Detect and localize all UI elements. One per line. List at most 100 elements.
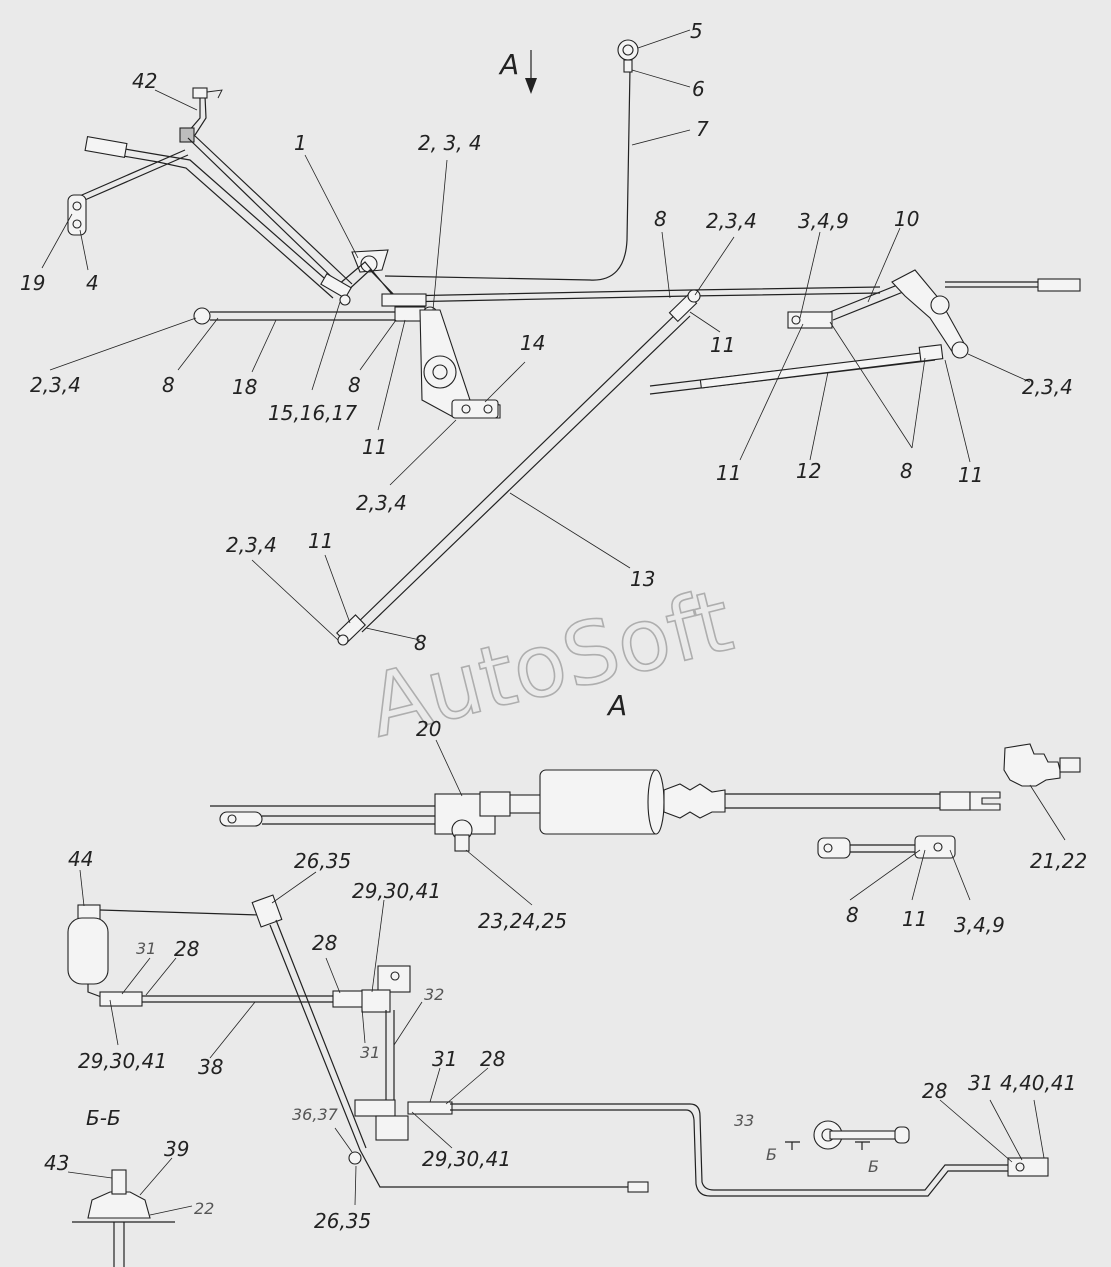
- callout-33: 33: [734, 1111, 754, 1130]
- callout-28-lower: 28: [480, 1047, 505, 1071]
- callout-2-3-4-right: 2,3,4: [1022, 375, 1073, 399]
- callout-20: 20: [416, 717, 441, 741]
- rod-13-lower-pin: [337, 634, 349, 646]
- upper-linkage-group: [67, 39, 1081, 646]
- callout-8-bottom: 8: [414, 631, 427, 655]
- rod-12-clevis: [918, 344, 944, 362]
- rod-33: [450, 1103, 1010, 1197]
- callout-3-4-9-top: 3,4,9: [798, 209, 849, 233]
- section-mark-tip: [894, 1126, 910, 1144]
- bellcrank-lower-pin: [951, 341, 969, 359]
- callout-29-30-41-left: 29,30,41: [78, 1049, 167, 1073]
- pivot-1: [360, 255, 378, 273]
- section-label-right: Б: [868, 1157, 879, 1176]
- lower-clevis-block: [354, 1099, 396, 1117]
- clevis-349-pin: [791, 315, 801, 325]
- small-rod-clevis-pin: [933, 842, 943, 852]
- pivot-arms: [337, 261, 403, 304]
- upper-rod: [399, 286, 881, 303]
- callout-10: 10: [894, 207, 919, 231]
- cylinder-end-cap: [647, 769, 665, 835]
- small-rod-fork-hole: [823, 843, 833, 853]
- view-arrow-head: [525, 78, 537, 94]
- callout-23-24-25: 23,24,25: [478, 909, 567, 933]
- callout-3-4-9-middle: 3,4,9: [954, 913, 1005, 937]
- cable-7: [384, 67, 631, 281]
- sensor-cap: [192, 87, 208, 99]
- rod-38-left-clevis: [99, 991, 143, 1007]
- rod-18: [210, 311, 415, 321]
- section-cut-line-left: [785, 1141, 800, 1150]
- lever-foot-14: [451, 399, 499, 419]
- rod-13: [349, 309, 691, 633]
- callout-2-3-4-bottom: 2,3,4: [226, 533, 277, 557]
- reservoir-body: [67, 917, 109, 985]
- callout-11-center: 11: [362, 435, 387, 459]
- section-cut-line-right: [855, 1141, 870, 1150]
- callout-1: 1: [294, 131, 307, 155]
- upper-clevis: [381, 293, 427, 307]
- rod-33-end-clevis: [1007, 1157, 1049, 1177]
- rod-13-upper-pin: [687, 289, 701, 303]
- callout-21-22: 21,22: [1030, 849, 1087, 873]
- section-shaft: [113, 1222, 125, 1267]
- callout-19: 19: [20, 271, 45, 295]
- pin-15: [339, 294, 351, 306]
- callout-18: 18: [232, 375, 257, 399]
- stop-bracket: [67, 194, 87, 236]
- callout-11-middle: 11: [902, 907, 927, 931]
- cylinder-mount-bolt: [454, 834, 470, 852]
- section-stem-43: [111, 1169, 127, 1195]
- callout-29-30-41-lower: 29,30,41: [422, 1147, 511, 1171]
- callout-8-left: 8: [162, 373, 175, 397]
- cylinder-rod-end: [939, 791, 971, 811]
- rod-end-right: [1037, 278, 1081, 292]
- cylinder-boot: [663, 783, 726, 819]
- sensor-rod: [187, 134, 353, 291]
- cable-ring-5-inner: [622, 44, 634, 56]
- callout-4-40-41: 4,40,41: [1000, 1071, 1076, 1095]
- callout-2-3-4-mid: 2,3,4: [706, 209, 757, 233]
- section-title: Б-Б: [86, 1106, 121, 1130]
- cylinder-assembly: [210, 743, 1081, 859]
- bracket-lever: [361, 989, 391, 1013]
- callout-8-top: 8: [654, 207, 667, 231]
- upper-leaders: [41, 29, 1031, 641]
- bellcrank-pivot: [930, 295, 950, 315]
- callout-26-35-bottom: 26,35: [314, 1209, 371, 1233]
- cylinder-piston-rod: [725, 793, 945, 809]
- callout-29-30-41-top: 29,30,41: [352, 879, 441, 903]
- callout-11-right-b: 11: [958, 463, 983, 487]
- callout-31-lower: 31: [432, 1047, 457, 1071]
- dust-boot-21: [1003, 743, 1061, 787]
- callout-14: 14: [520, 331, 545, 355]
- callout-28-left: 28: [174, 937, 199, 961]
- callout-8-center: 8: [348, 373, 361, 397]
- callout-2-3-4-top: 2, 3, 4: [418, 131, 482, 155]
- diagonal-cable: [269, 919, 630, 1188]
- callout-28-right: 28: [922, 1079, 947, 1103]
- rod-38: [142, 995, 335, 1003]
- cylinder-left-fork-hole: [227, 814, 237, 824]
- cable-fitting-6: [623, 59, 633, 73]
- pedal-rod: [74, 149, 189, 204]
- stop-hole-1: [72, 201, 82, 211]
- section-boot-39: [87, 1191, 151, 1219]
- cylinder-left-fork: [219, 811, 263, 827]
- callout-7: 7: [696, 117, 709, 141]
- bellcrank-10: [891, 269, 966, 357]
- callout-31-right: 31: [968, 1071, 993, 1095]
- sensor-clamp: [179, 127, 195, 143]
- far-right-rod: [945, 281, 1040, 288]
- callout-36-37: 36,37: [292, 1105, 339, 1124]
- callout-2-3-4-left: 2,3,4: [30, 373, 81, 397]
- foot-hole-1: [461, 404, 471, 414]
- rod-33-end-pin: [1015, 1162, 1025, 1172]
- cylinder-right-fork: [969, 791, 1001, 811]
- callout-5: 5: [690, 19, 703, 43]
- reservoir-outlet: [87, 984, 105, 999]
- rod-12-body: [699, 351, 931, 389]
- callout-39: 39: [164, 1137, 189, 1161]
- bracket-bottom: [375, 1115, 409, 1141]
